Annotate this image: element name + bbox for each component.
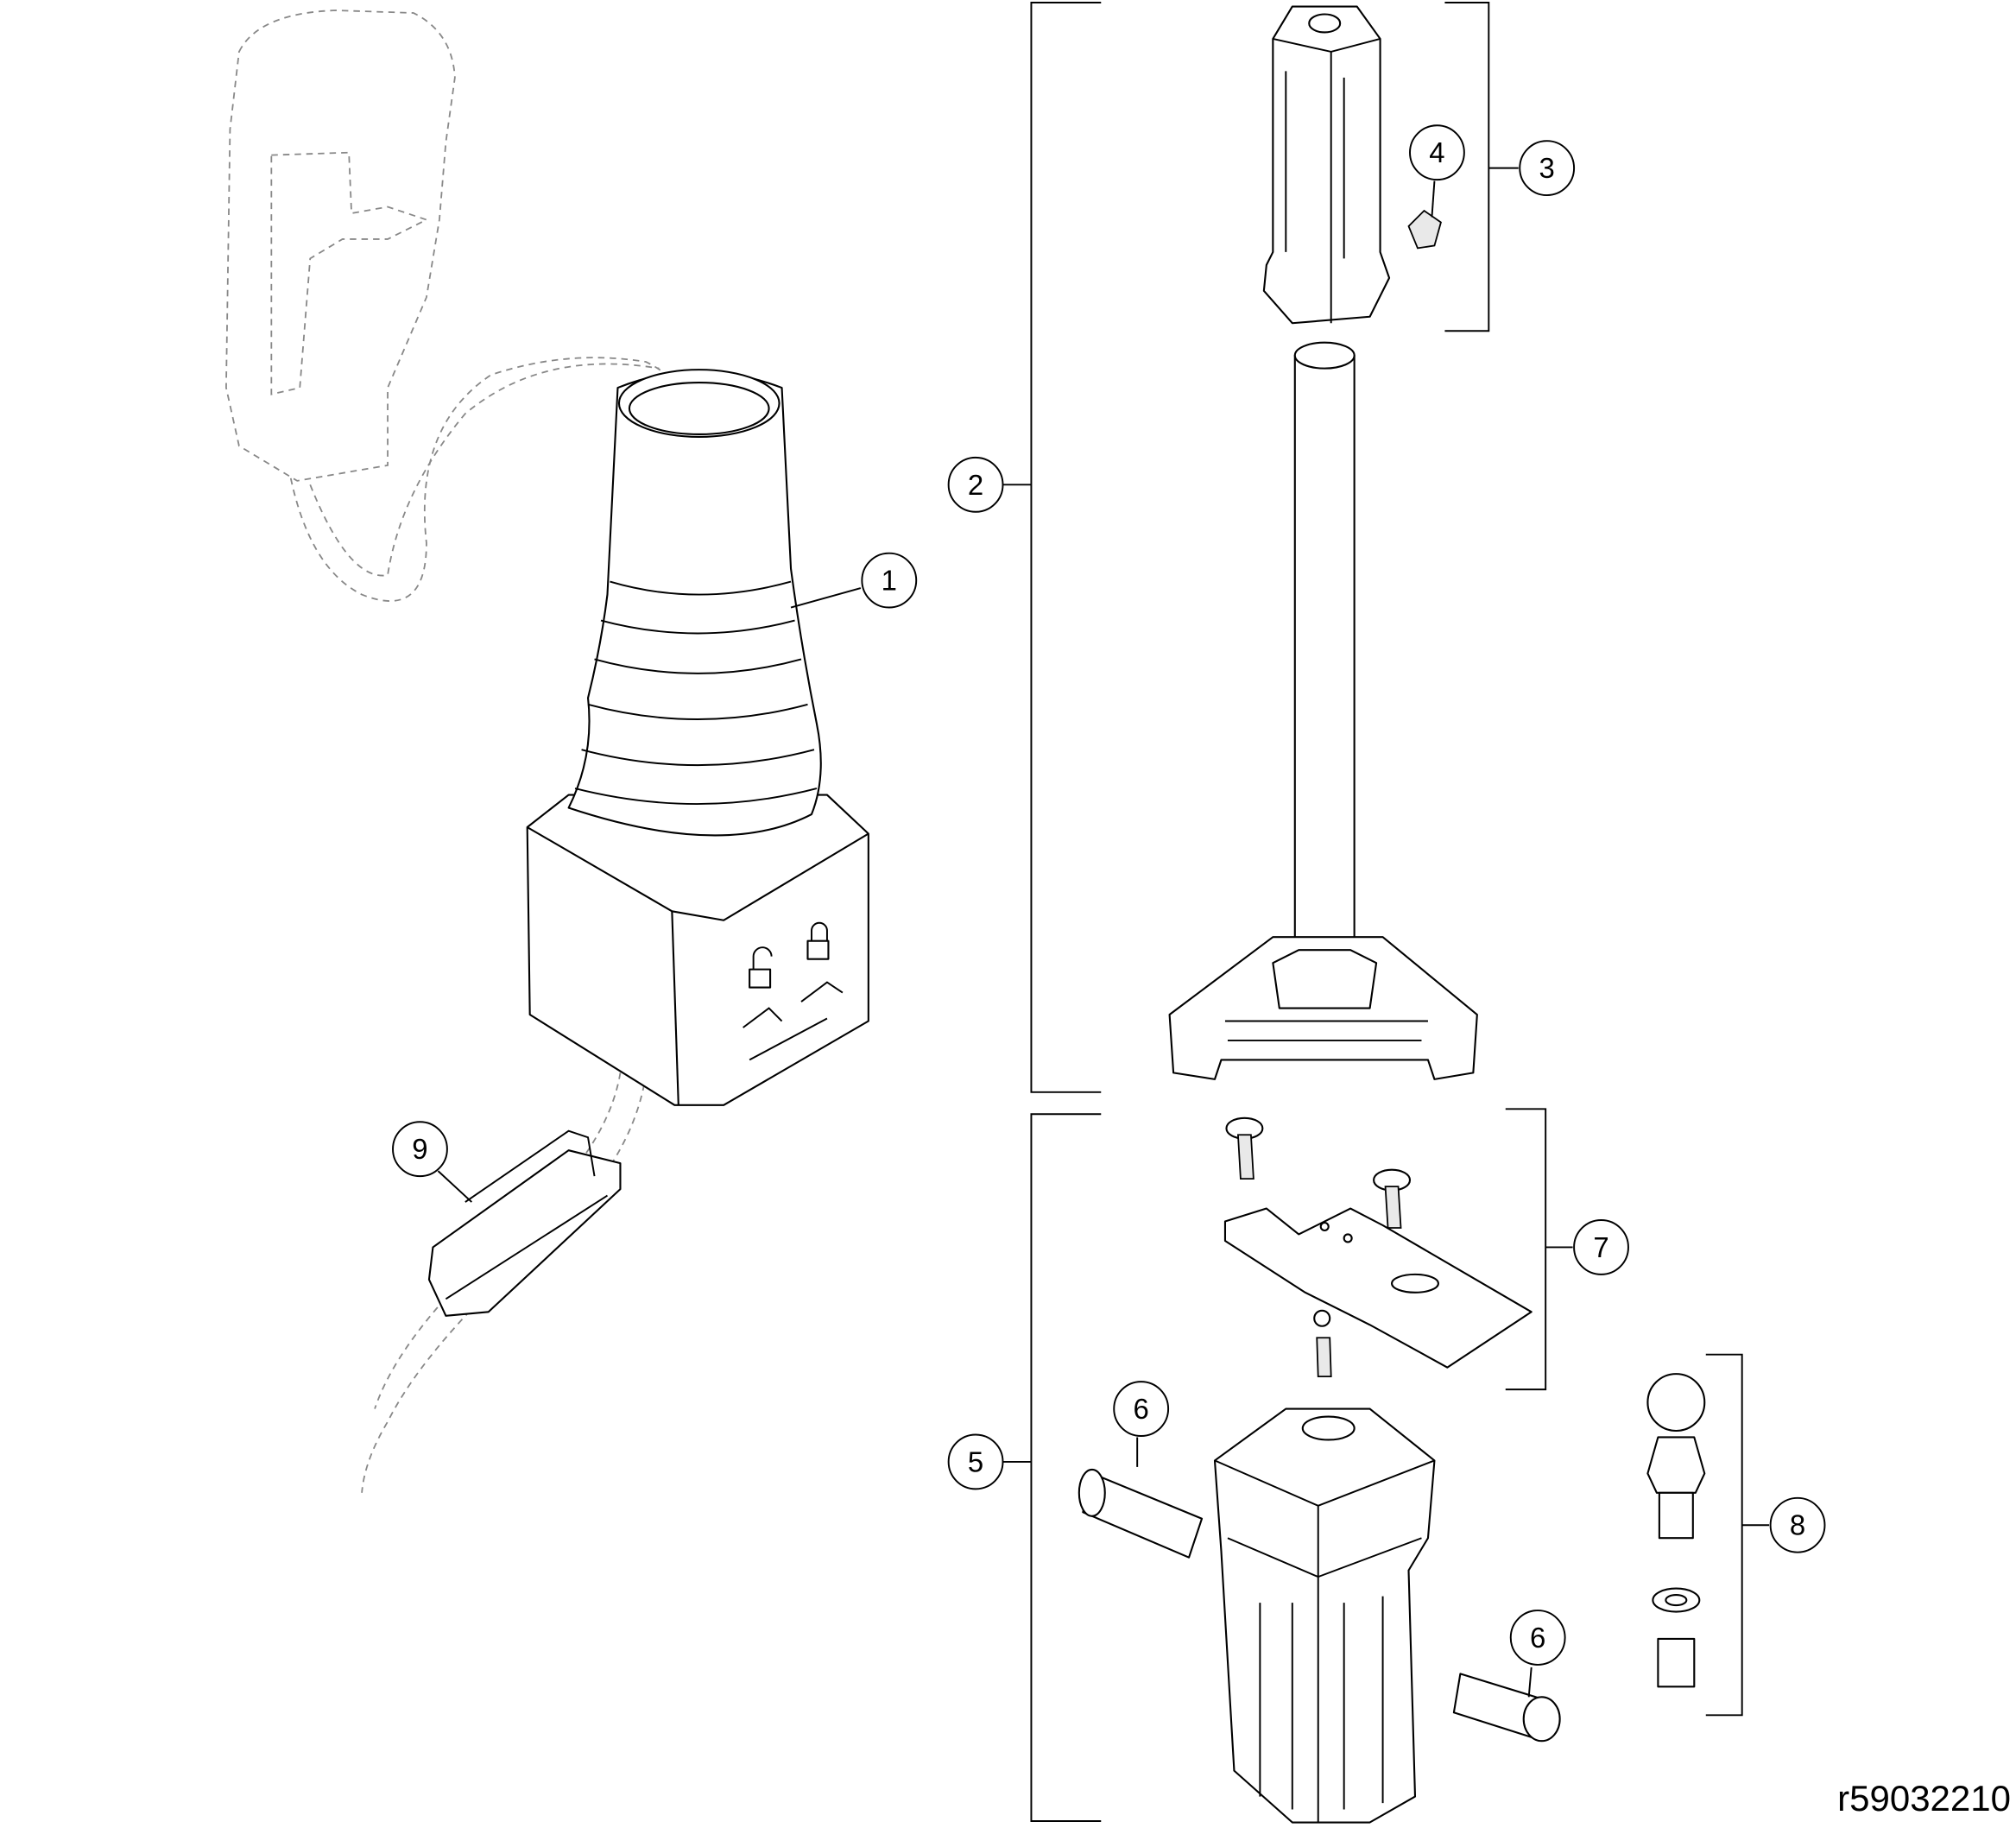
part-1-rubber-boot <box>526 369 869 1106</box>
part-8-ball-stud <box>1646 1373 1706 1688</box>
part-9-connector <box>427 1129 622 1317</box>
callout-4: 4 <box>1409 124 1465 181</box>
svg-text:6: 6 <box>1530 1622 1545 1654</box>
svg-text:6: 6 <box>1134 1393 1149 1425</box>
callout-1: 1 <box>861 552 918 609</box>
svg-text:5: 5 <box>968 1445 983 1477</box>
callout-7: 7 <box>1573 1219 1629 1275</box>
callout-6-right: 6 <box>1509 1610 1566 1666</box>
svg-text:7: 7 <box>1593 1231 1608 1263</box>
part-3-knob <box>1262 5 1391 325</box>
callout-2: 2 <box>947 456 1004 513</box>
callout-8: 8 <box>1769 1496 1826 1553</box>
part-7-plate-screws <box>1223 1116 1533 1378</box>
callout-3: 3 <box>1519 140 1576 197</box>
callout-5: 5 <box>947 1433 1004 1490</box>
svg-text:2: 2 <box>968 469 983 501</box>
svg-text:8: 8 <box>1790 1509 1805 1541</box>
diagram-reference-number: r59032210 <box>1837 1778 2011 1819</box>
svg-text:4: 4 <box>1429 136 1444 168</box>
callout-6-left: 6 <box>1113 1381 1170 1437</box>
part-2-lever-shaft <box>1168 341 1478 1080</box>
svg-text:9: 9 <box>412 1133 427 1165</box>
part-4-set-screw <box>1407 209 1442 250</box>
callout-9: 9 <box>392 1121 448 1178</box>
part-6-pin-right <box>1452 1673 1561 1743</box>
part-6-pin-left <box>1078 1468 1204 1559</box>
svg-text:3: 3 <box>1539 152 1555 184</box>
brackets <box>437 2 1770 1822</box>
svg-text:1: 1 <box>882 565 897 597</box>
part-5-housing <box>1213 1407 1436 1824</box>
lock-icons <box>743 921 844 1061</box>
